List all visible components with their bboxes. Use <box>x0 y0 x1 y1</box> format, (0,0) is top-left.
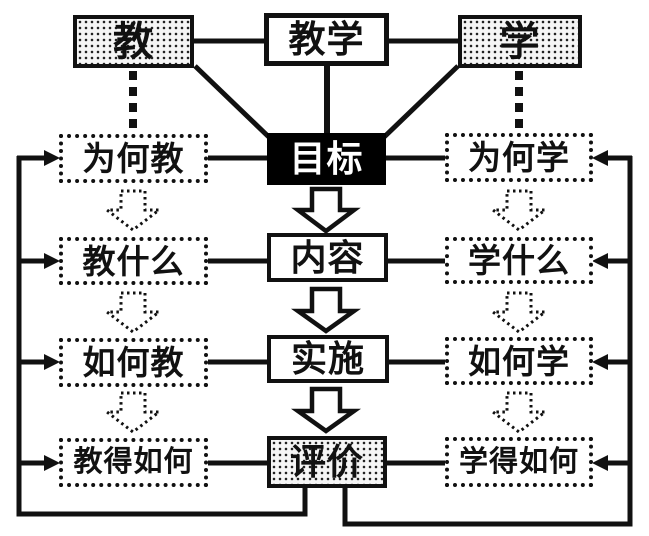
link-learn-goal-diagonal <box>378 64 460 143</box>
link-teach-goal-diagonal <box>193 64 275 143</box>
arrowhead-into-teachresult <box>44 455 60 471</box>
node-goal: 目标 <box>267 133 386 185</box>
arrow-howlearn-learnresult <box>488 391 550 434</box>
node-learn-result: 学得如何 <box>445 437 593 487</box>
arrowhead-into-whylearn <box>592 150 608 166</box>
node-why-learn: 为何学 <box>445 133 593 182</box>
arrow-learnwhat-howlearn <box>488 291 550 334</box>
node-teach: 教 <box>73 15 194 68</box>
arrow-whylearn-learnwhat <box>488 189 550 232</box>
feedback-loop-left <box>16 156 308 517</box>
node-learn: 学 <box>458 15 582 68</box>
arrow-implement-evaluate <box>290 386 362 434</box>
node-implement: 实施 <box>267 335 389 383</box>
arrowhead-into-teachwhat <box>44 253 60 269</box>
node-how-teach: 如何教 <box>59 338 208 387</box>
node-evaluate: 评价 <box>267 436 387 488</box>
node-teach-what: 教什么 <box>59 237 208 285</box>
node-how-learn: 如何学 <box>445 337 593 385</box>
arrowhead-into-howlearn <box>592 354 608 370</box>
arrow-content-implement <box>290 286 362 334</box>
arrowhead-into-learnwhat <box>592 253 608 269</box>
arrowhead-into-howteach <box>44 354 60 370</box>
node-teach-result: 教得如何 <box>59 438 208 487</box>
arrow-goal-content <box>291 186 361 234</box>
arrowhead-into-whyteach <box>44 150 60 166</box>
arrowhead-into-learnresult <box>592 455 608 471</box>
arrow-howteach-teachresult <box>102 391 164 434</box>
arrow-whyteach-teachwhat <box>102 189 164 232</box>
node-content: 内容 <box>267 233 388 282</box>
node-teaching: 教学 <box>264 13 389 66</box>
node-learn-what: 学什么 <box>445 237 593 284</box>
feedback-loop-right <box>342 156 633 527</box>
node-why-teach: 为何教 <box>59 134 208 183</box>
arrow-teachwhat-howteach <box>102 291 164 334</box>
